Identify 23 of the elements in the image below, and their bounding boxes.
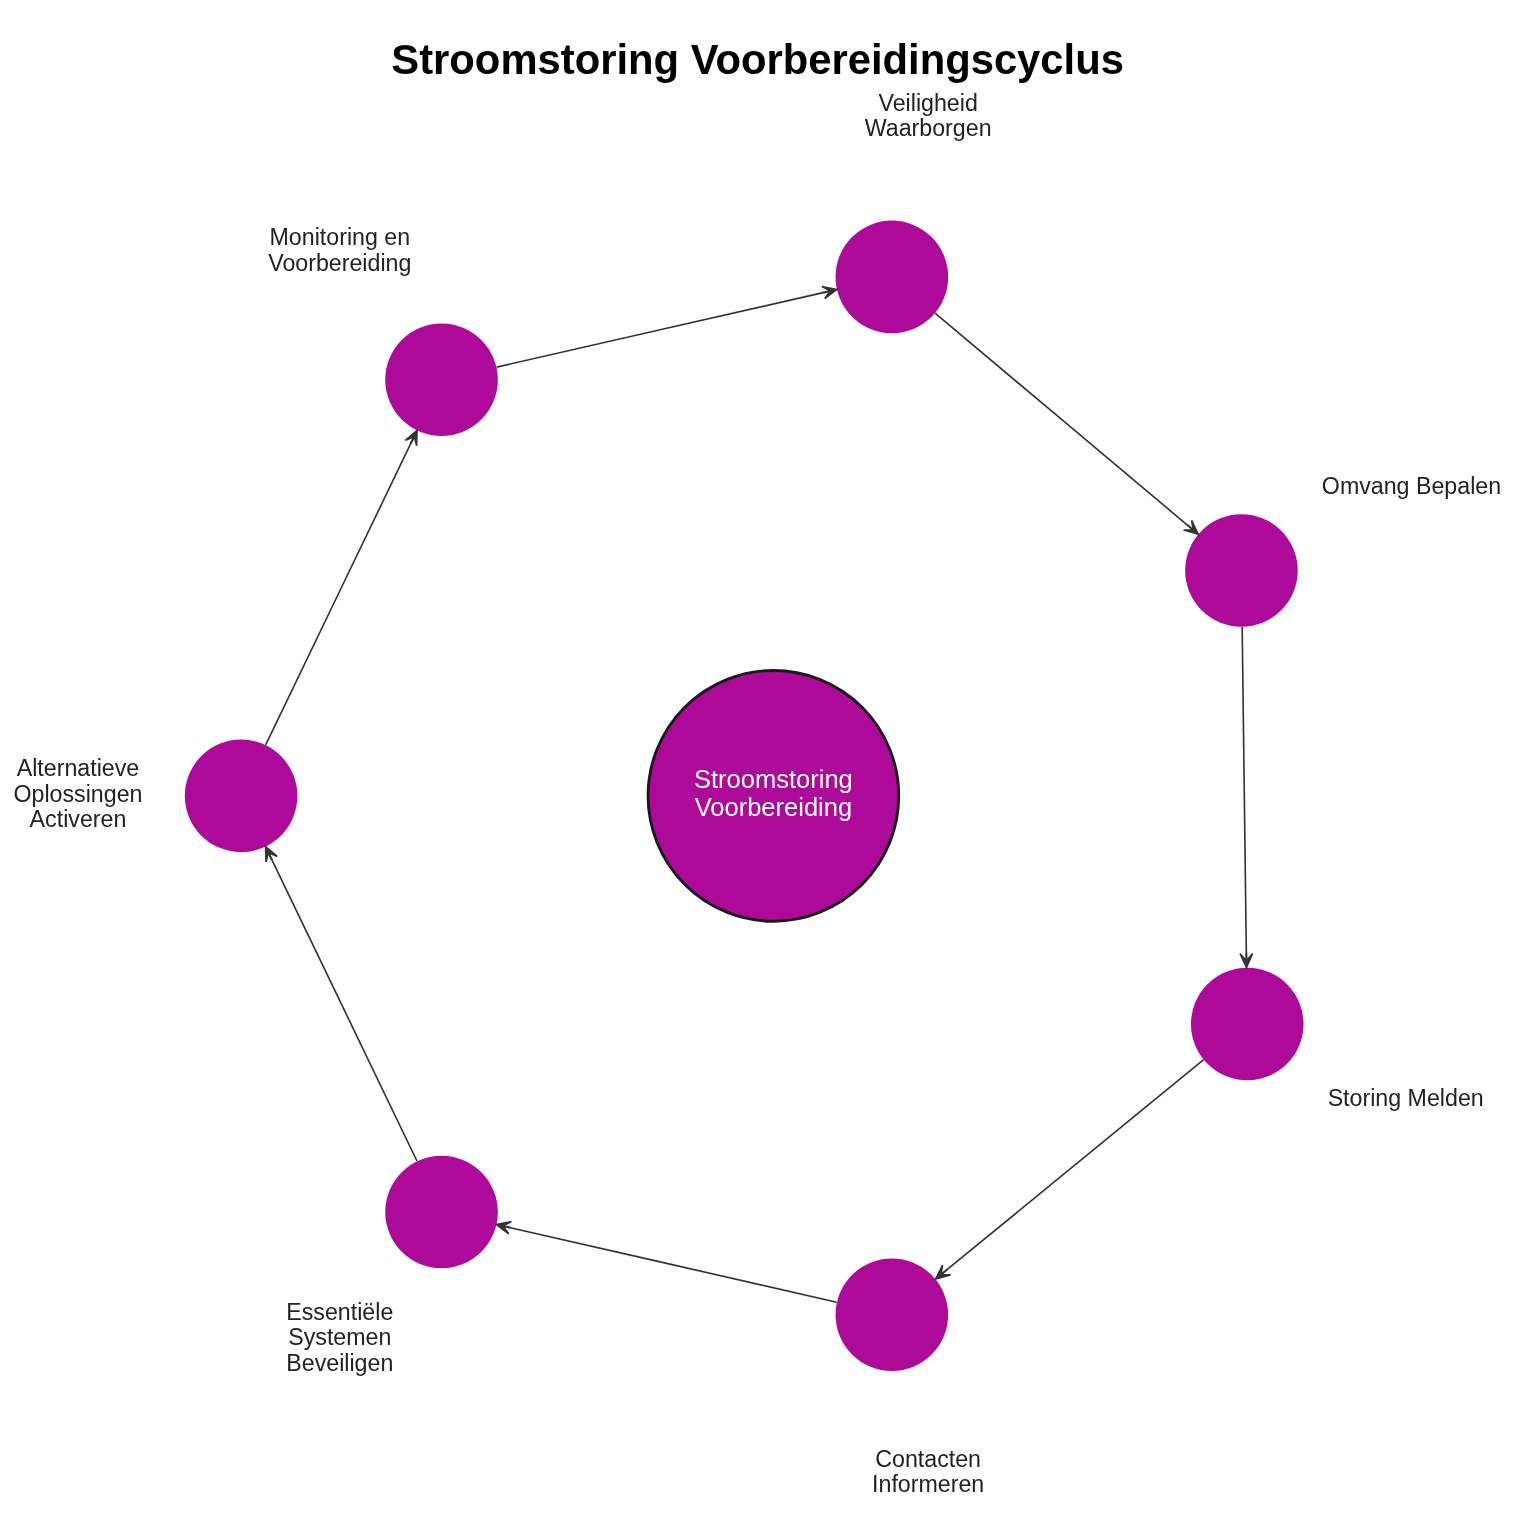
node-circle — [835, 1258, 949, 1372]
node-circle — [385, 1155, 498, 1269]
arrow — [495, 1220, 838, 1303]
arrow — [264, 429, 418, 746]
node-label: Omvang Bepalen — [1321, 473, 1502, 500]
node-label: Essentiële Systemen Beveiligen — [286, 1298, 394, 1376]
node-circle — [1190, 967, 1304, 1081]
node-circle — [184, 739, 298, 853]
node-circle — [835, 220, 949, 334]
arrow — [1239, 626, 1254, 969]
arrow — [934, 312, 1200, 536]
node-label: Veiligheid Waarborgen — [864, 89, 992, 142]
arrow — [495, 285, 838, 368]
node-label: Monitoring en Voorbereiding — [268, 224, 412, 276]
node-circle — [1185, 514, 1298, 627]
node-label: Alternatieve Oplossingen Activeren — [13, 755, 143, 833]
node-label: Storing Melden — [1327, 1085, 1484, 1112]
arrow — [934, 1058, 1205, 1280]
diagram-title: Stroomstoring Voorbereidingscyclus — [391, 35, 1124, 83]
arrow — [264, 845, 418, 1162]
node-label: Contacten Informeren — [872, 1445, 985, 1498]
node-circle — [385, 323, 498, 436]
node-circle: Stroomstoring Voorbereiding — [646, 669, 901, 923]
